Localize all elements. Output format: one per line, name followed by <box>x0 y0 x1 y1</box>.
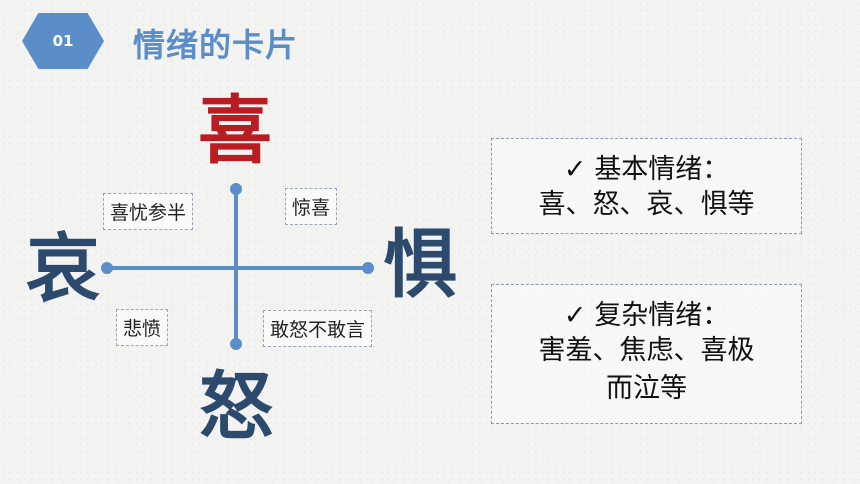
complex-emotions-list-line2: 而泣等 <box>606 373 687 404</box>
emotion-char-anger: 怒 <box>199 364 273 450</box>
axis-endpoint-right <box>362 262 374 274</box>
emotion-char-sorrow: 哀 <box>26 226 100 312</box>
quadrant-label-top-left: 喜忧参半 <box>103 193 194 230</box>
quadrant-label-bottom-right: 敢怒不敢言 <box>263 310 373 347</box>
basic-emotions-heading: ✓基本情绪： <box>492 147 801 186</box>
emotion-char-fear: 惧 <box>383 222 457 308</box>
quadrant-label-bottom-left: 悲愤 <box>116 309 169 346</box>
axis-endpoint-bottom <box>230 338 242 350</box>
complex-emotions-card: ✓复杂情绪： 害羞、焦虑、喜极 而泣等 <box>491 284 802 424</box>
axis-endpoint-left <box>101 262 113 274</box>
page-title: 情绪的卡片 <box>133 26 299 64</box>
quadrant-label-top-right: 惊喜 <box>285 188 338 225</box>
axis-endpoint-top <box>230 183 242 195</box>
complex-emotions-title: 复杂情绪： <box>594 300 730 331</box>
section-number-badge: 01 <box>22 13 104 69</box>
basic-emotions-title: 基本情绪： <box>594 154 730 185</box>
emotion-char-joy: 喜 <box>198 88 272 174</box>
basic-emotions-card: ✓基本情绪： 喜、怒、哀、惧等 <box>491 138 802 234</box>
header: 01 情绪的卡片 <box>0 0 860 80</box>
complex-emotions-list-line1: 害羞、焦虑、喜极 <box>538 335 755 366</box>
checkmark-icon: ✓ <box>563 300 587 331</box>
checkmark-icon: ✓ <box>563 154 587 185</box>
complex-emotions-heading: ✓复杂情绪： <box>492 293 801 332</box>
basic-emotions-list: 喜、怒、哀、惧等 <box>538 189 755 220</box>
